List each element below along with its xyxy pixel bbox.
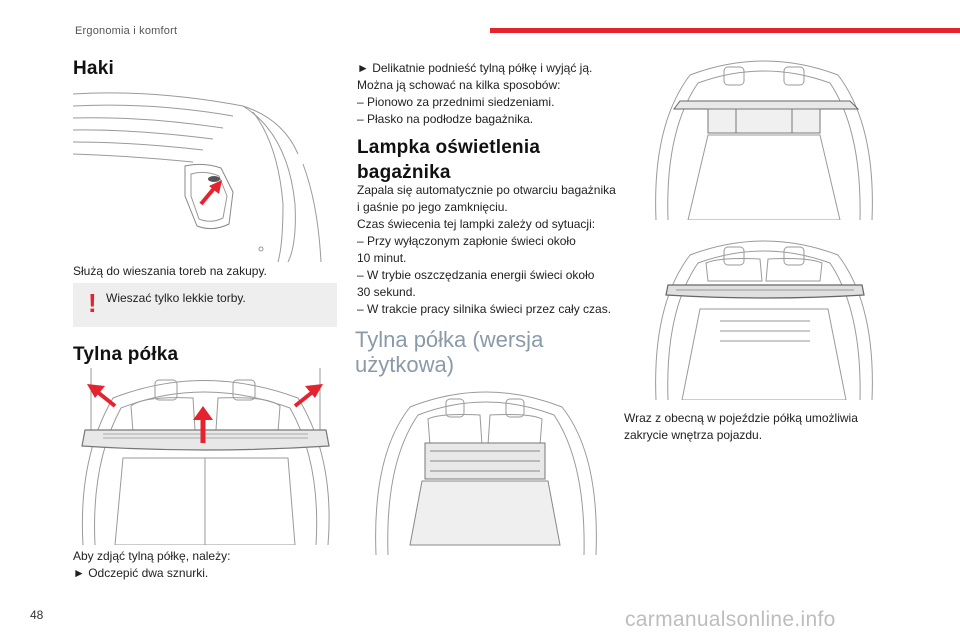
lamp-text-5: 10 minut. [357, 251, 407, 265]
watermark: carmanualsonline.info [625, 608, 836, 631]
lamp-text-6: – W trybie oszczędzania energii świeci o… [357, 268, 595, 282]
lamp-heading-line-2: bagażnika [357, 162, 451, 183]
shelf-removal-illustration [73, 368, 338, 545]
lamp-heading-line-1: Lampka oświetlenia [357, 137, 541, 158]
lamp-text-1: Zapala się automatycznie po otwarciu bag… [357, 183, 616, 197]
lamp-text-8: – W trakcie pracy silnika świeci przez c… [357, 302, 612, 316]
remove-step-2: ► Delikatnie podnieść tylną półkę i wyją… [357, 61, 593, 75]
col3-caption-2: zakrycie wnętrza pojazdu. [624, 428, 763, 442]
storage-intro: Można ją schować na kilka sposobów: [357, 78, 561, 92]
shelf-floor-storage-illustration [650, 235, 878, 400]
section-title: Ergonomia i komfort [75, 25, 178, 37]
warning-box: ! Wieszać tylko lekkie torby. [73, 283, 337, 327]
utility-heading-line-2: użytkowa) [355, 352, 455, 377]
exclamation-icon: ! [88, 288, 97, 318]
shelf-heading: Tylna półka [73, 344, 179, 365]
page-number: 48 [30, 608, 44, 622]
shelf-vertical-storage-illustration [650, 55, 878, 220]
lamp-text-4: – Przy wyłączonym zapłonie świeci około [357, 234, 576, 248]
header-accent-bar [490, 28, 960, 33]
haki-heading: Haki [73, 58, 114, 79]
lamp-text-7: 30 sekund. [357, 285, 416, 299]
utility-heading-line-1: Tylna półka (wersja [355, 327, 544, 352]
col3-caption-1: Wraz z obecną w pojeździe półką umożliwi… [624, 411, 858, 425]
utility-shelf-illustration [370, 385, 602, 555]
remove-intro: Aby zdjąć tylną półkę, należy: [73, 549, 231, 563]
haki-caption: Służą do wieszania toreb na zakupy. [73, 264, 267, 278]
hooks-illustration [73, 84, 323, 262]
warning-text: Wieszać tylko lekkie torby. [106, 291, 246, 305]
lamp-text-3: Czas świecenia tej lampki zależy od sytu… [357, 217, 596, 231]
storage-option-1: – Pionowo za przednimi siedzeniami. [357, 95, 555, 109]
storage-option-2: – Płasko na podłodze bagażnika. [357, 112, 534, 126]
lamp-text-2: i gaśnie po jego zamknięciu. [357, 200, 508, 214]
remove-step-1: ► Odczepić dwa sznurki. [73, 566, 209, 580]
